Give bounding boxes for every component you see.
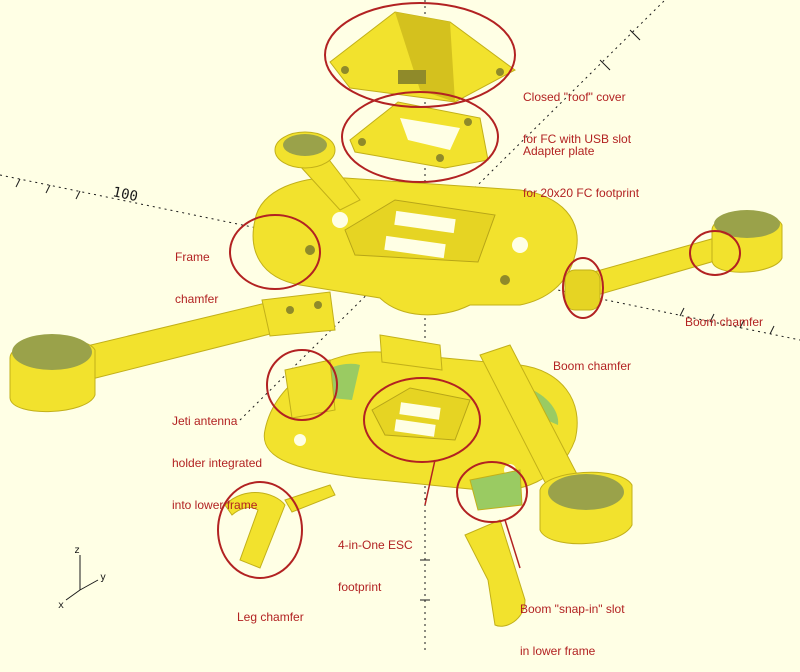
label-adapter: Adapter plate for 20x20 FC footprint bbox=[523, 144, 640, 200]
label-frame-chamfer: Frame chamfer bbox=[175, 250, 219, 306]
roof-cover-part bbox=[329, 11, 516, 103]
label-jeti: Jeti antenna holder integrated into lowe… bbox=[172, 414, 263, 512]
right-boom-part bbox=[564, 210, 783, 311]
label-boom-chamfer-center: Boom chamfer bbox=[553, 359, 632, 373]
circle-roof bbox=[324, 2, 516, 108]
annotation-circles bbox=[217, 2, 741, 579]
label-esc: 4-in-One ESC footprint bbox=[338, 538, 413, 594]
adapter-plate-part bbox=[349, 101, 489, 169]
circle-leg-chamfer bbox=[217, 481, 303, 579]
circle-adapter bbox=[341, 91, 499, 183]
axis-label-y: y bbox=[100, 572, 106, 583]
label-roof: Closed "roof" cover for FC with USB slot bbox=[523, 90, 632, 146]
upper-frame-part bbox=[252, 177, 578, 316]
circle-snap-in bbox=[456, 461, 528, 523]
axis-label-x: x bbox=[58, 600, 64, 611]
leg-parts bbox=[224, 469, 526, 627]
label-snap-in: Boom "snap-in" slot in lower frame bbox=[520, 602, 625, 658]
circle-boom-chamfer-right bbox=[689, 230, 741, 276]
upper-left-boom-part bbox=[274, 131, 361, 211]
axis-tick-label: 100 bbox=[111, 184, 139, 205]
left-boom-part bbox=[9, 291, 336, 413]
annotation-leaders bbox=[424, 459, 521, 569]
openscad-viewport: 100 bbox=[0, 0, 800, 650]
circle-boom-chamfer-center bbox=[562, 257, 604, 319]
label-leg-chamfer: Leg chamfer bbox=[237, 610, 304, 624]
circle-frame-chamfer bbox=[229, 214, 321, 290]
label-boom-chamfer-right: Boom chamfer bbox=[685, 315, 764, 329]
axis-gizmo bbox=[65, 555, 99, 601]
lower-right-boom-part bbox=[479, 344, 633, 545]
axis-label-z: z bbox=[74, 545, 80, 556]
circle-esc bbox=[363, 377, 481, 463]
circle-jeti bbox=[266, 349, 338, 421]
